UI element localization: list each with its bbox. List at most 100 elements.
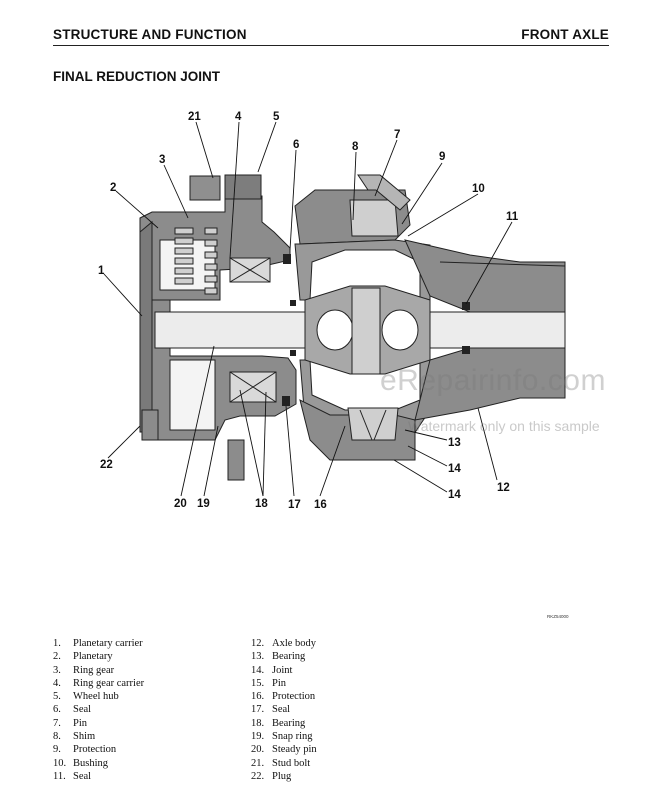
legend-item: 7. Pin [53, 717, 144, 730]
legend-num: 1. [53, 638, 61, 649]
legend-num: 10. [53, 757, 67, 769]
legend-item: 19. Snap ring [251, 730, 317, 743]
legend-item: 16. Protection [251, 690, 317, 703]
callout-8: 8 [352, 141, 359, 153]
callout-20: 20 [174, 498, 187, 510]
legend-num: 13. [251, 651, 265, 663]
callout-9: 9 [439, 151, 445, 163]
legend-label: Seal [73, 704, 92, 716]
parts-legend-left: 1. Planetary carrier 2.Planetary 3. Ring g… [53, 637, 144, 783]
legend-item: 22. Plug [251, 770, 317, 783]
section-name: FRONT AXLE [521, 27, 609, 42]
legend-item: 12. Axle body [251, 637, 317, 650]
callout-16: 16 [314, 499, 327, 511]
legend-item: 13. Bearing [251, 650, 317, 663]
legend-num: 17. [251, 704, 265, 716]
legend-label: Steady pin [272, 744, 317, 756]
legend-item: 11. Seal [53, 770, 144, 783]
section-title: FINAL REDUCTION JOINT [53, 69, 221, 84]
watermark-notice: Watermark only on this sample [408, 418, 600, 434]
callout-11: 11 [506, 211, 519, 223]
callout-12: 12 [497, 482, 510, 494]
legend-item: 17. Seal [251, 703, 317, 716]
legend-item: 15. Pin [251, 677, 317, 690]
page-header: STRUCTURE AND FUNCTION FRONT AXLE [53, 27, 609, 46]
legend-item: 2.Planetary [53, 650, 144, 663]
legend-item: 6. Seal [53, 703, 144, 716]
callout-2: 2 [110, 182, 116, 194]
legend-label: Plug [272, 770, 292, 782]
legend-label: Ring gear [73, 664, 115, 676]
legend-num: 16. [251, 691, 265, 703]
legend-num: 11. [53, 770, 66, 782]
legend-num: 20. [251, 744, 265, 756]
legend-item: 4. Ring gear carrier [53, 677, 144, 690]
legend-item: 8. Shim [53, 730, 144, 743]
callout-4: 4 [235, 111, 242, 123]
legend-label: Pin [272, 677, 287, 689]
legend-label: Axle body [272, 638, 317, 649]
legend-item: 9. Protection [53, 743, 144, 756]
legend-item: 10. Bushing [53, 757, 144, 770]
legend-num: 9. [53, 744, 61, 756]
legend-num: 14. [251, 664, 265, 676]
hub-assembly-drawing [139, 174, 297, 481]
legend-item: 18.Bearing [251, 717, 317, 730]
legend-label: Ring gear carrier [73, 677, 145, 689]
legend-label: Bushing [73, 757, 109, 769]
callout-5: 5 [273, 111, 280, 123]
legend-label: Seal [272, 704, 291, 716]
legend-item: 5. Wheel hub [53, 690, 144, 703]
legend-num: 19. [251, 731, 265, 743]
callout-1: 1 [98, 265, 105, 277]
legend-num: 5. [53, 691, 61, 703]
legend-num: 2. [53, 651, 61, 663]
legend-item: 20. Steady pin [251, 743, 317, 756]
legend-label: Planetary carrier [73, 638, 143, 649]
callout-6: 6 [293, 139, 299, 151]
legend-label: Joint [272, 664, 293, 676]
parts-legend-right: 12.Axle body 13.Bearing 14.Joint 15.Pin … [251, 637, 317, 783]
legend-label: Protection [272, 691, 316, 703]
callout-19: 19 [197, 498, 210, 510]
legend-num: 3. [53, 664, 61, 676]
callout-14-lower: 14 [448, 489, 461, 501]
callout-17: 17 [288, 499, 301, 511]
legend-num: 22. [251, 770, 265, 782]
axle-cross-section-diagram: 21 4 5 6 3 2 1 8 7 9 10 11 13 14 14 12 1… [98, 111, 566, 511]
legend-num: 6. [53, 704, 61, 716]
legend-item: 3. Ring gear [53, 664, 144, 677]
callout-10: 10 [472, 183, 485, 195]
chapter-title: STRUCTURE AND FUNCTION [53, 27, 247, 42]
legend-num: 21. [251, 757, 265, 769]
legend-label: Shim [73, 731, 96, 743]
axle-body-drawing [404, 239, 566, 421]
legend-num: 15. [251, 677, 265, 689]
legend-label: Stud bolt [272, 757, 311, 769]
legend-num: 4. [53, 677, 61, 689]
knuckle-housing-drawing [294, 174, 431, 461]
callout-14-upper: 14 [448, 463, 461, 475]
callout-13: 13 [448, 437, 461, 449]
callout-21: 21 [188, 111, 201, 123]
legend-item: 21. Stud bolt [251, 757, 317, 770]
legend-label: Protection [73, 744, 117, 756]
seal-drawings [282, 254, 470, 406]
callout-7: 7 [394, 129, 400, 141]
callout-22: 22 [100, 459, 113, 471]
legend-label: Pin [73, 717, 88, 729]
callout-3: 3 [159, 154, 165, 166]
figure-code: RKZ54000 [547, 614, 569, 619]
legend-num: 8. [53, 731, 61, 743]
legend-num: 7. [53, 717, 61, 729]
legend-label: Seal [73, 770, 92, 782]
callout-18: 18 [255, 498, 268, 510]
legend-label: Snap ring [272, 731, 313, 743]
legend-item: 14. Joint [251, 664, 317, 677]
legend-label: Wheel hub [73, 691, 119, 703]
watermark-site: eRepairinfo.com [380, 364, 606, 397]
legend-label: Bearing [272, 651, 306, 663]
legend-num: 12. [251, 638, 265, 649]
legend-num: 18. [251, 717, 265, 729]
callout-leaders [103, 121, 513, 497]
